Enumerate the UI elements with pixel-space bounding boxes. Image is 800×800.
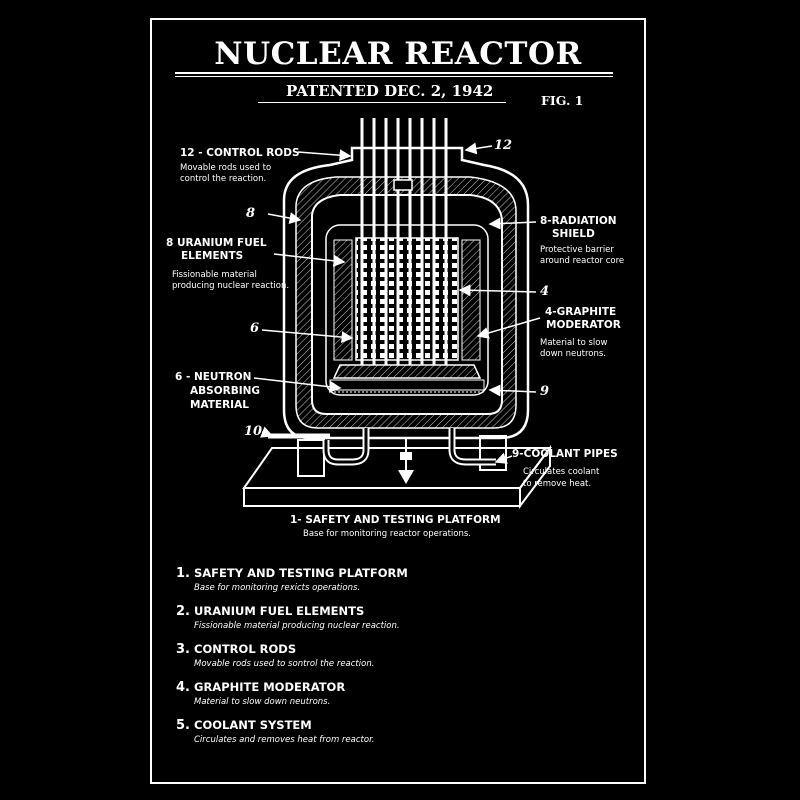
callout-number-4: 4	[540, 284, 550, 299]
legend-item-desc: Material to slow down neutrons.	[194, 697, 331, 707]
callout-number-12: 12	[494, 138, 513, 153]
coolant-pipes-desc-1: Circulates coolant	[523, 467, 600, 477]
poster-frame	[150, 18, 646, 784]
reactor-vessel	[282, 146, 530, 440]
legend-item-title: COOLANT SYSTEM	[194, 718, 312, 732]
uranium-fuel-desc-2: producing nuclear reaction.	[172, 281, 290, 291]
legend-item-desc: Base for monitoring rexicts operations.	[194, 583, 361, 593]
legend-item-title: URANIUM FUEL ELEMENTS	[194, 604, 365, 618]
neutron-label-2: ABSORBING	[190, 385, 261, 397]
graphite-label-2: MODERATOR	[546, 319, 621, 331]
figure-number: FIG. 1	[541, 93, 584, 108]
radiation-shield-label-1: 8-RADIATION	[540, 215, 617, 227]
poster-title: NUCLEAR REACTOR	[214, 36, 582, 72]
legend-item-number: 4.	[176, 680, 190, 695]
callout-number-9: 9	[540, 384, 550, 399]
coolant-pipes-desc-2: to remove heat.	[523, 479, 592, 489]
graphite-desc-2: down neutrons.	[540, 349, 606, 359]
control-rods	[360, 118, 448, 365]
title-underline	[175, 72, 613, 74]
legend-item-desc: Circulates and removes heat from reactor…	[194, 735, 375, 745]
callout-number-8-left: 8	[246, 206, 256, 221]
legend-item-desc: Fissionable material producing nuclear r…	[194, 621, 400, 631]
legend-item-desc: Movable rods used to sontrol the reactio…	[194, 659, 375, 669]
legend-item-title: SAFETY AND TESTING PLATFORM	[194, 566, 408, 580]
uranium-fuel-desc-1: Fissionable material	[172, 270, 257, 280]
leader-lines	[253, 142, 541, 464]
graphite-desc-1: Material to slow	[540, 338, 608, 348]
patent-underline	[258, 102, 506, 103]
graphite-label-1: 4-GRAPHITE	[545, 306, 617, 318]
patent-date: PATENTED DEC. 2, 1942	[286, 82, 494, 100]
callout-number-6: 6	[250, 321, 260, 336]
coolant-pipes-label: 9-COOLANT PIPES	[512, 448, 618, 460]
legend-item-number: 2.	[176, 604, 190, 619]
title-underline-thin	[175, 76, 613, 77]
legend-item-number: 3.	[176, 642, 190, 657]
legend-item-title: CONTROL RODS	[194, 642, 297, 656]
control-rods-desc-2: control the reaction.	[180, 174, 267, 184]
radiation-shield-desc-2: around reactor core	[540, 256, 625, 266]
platform-label: 1- SAFETY AND TESTING PLATFORM	[290, 514, 501, 526]
safety-platform	[242, 435, 552, 509]
neutron-label-1: 6 - NEUTRON	[175, 371, 252, 383]
uranium-fuel-label-1: 8 URANIUM FUEL	[166, 237, 267, 249]
legend-item-number: 1.	[176, 566, 190, 581]
uranium-fuel-label-2: ELEMENTS	[181, 250, 244, 262]
radiation-shield-desc-1: Protective barrier	[540, 245, 614, 255]
callout-number-10: 10	[244, 424, 263, 439]
control-rods-desc-1: Movable rods used to	[180, 163, 272, 173]
control-rods-label: 12 - CONTROL RODS	[180, 147, 300, 159]
legend-item-title: GRAPHITE MODERATOR	[194, 680, 346, 694]
radiation-shield-label-2: SHIELD	[552, 228, 595, 240]
legend-item-number: 5.	[176, 718, 190, 733]
coolant-pipes	[268, 428, 496, 484]
platform-desc: Base for monitoring reactor operations.	[303, 529, 471, 539]
neutron-label-3: MATERIAL	[190, 399, 249, 411]
